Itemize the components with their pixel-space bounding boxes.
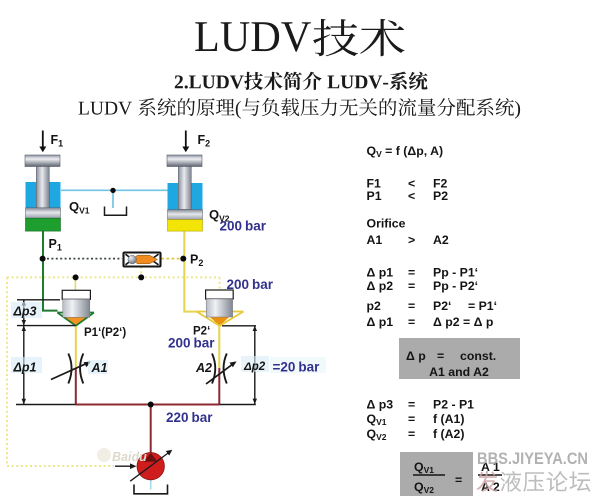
svg-text:BBS.JIYEYA.CN: BBS.JIYEYA.CN [477,450,588,468]
svg-text:=: = [408,427,415,441]
svg-text:<: < [408,177,415,191]
svg-text:Δp2: Δp2 [243,361,266,373]
svg-text:P1‘(P2‘): P1‘(P2‘) [84,327,126,339]
svg-text:p2: p2 [367,299,382,313]
svg-text:>: > [408,233,415,247]
svg-text:Δ p1: Δ p1 [367,315,394,329]
svg-text:=: = [408,279,415,293]
svg-text:const.: const. [460,349,496,363]
svg-text:<: < [408,189,415,203]
svg-text:=: = [408,412,415,426]
svg-text:Δ p3: Δ p3 [367,398,394,412]
svg-text:QV2: QV2 [367,427,387,442]
svg-text:QV1: QV1 [367,412,387,427]
svg-text:Pp - P1‘: Pp - P1‘ [433,266,478,280]
svg-text:Baidu: Baidu [112,450,147,464]
svg-text:= P1‘: = P1‘ [468,299,497,313]
svg-text:P2‘: P2‘ [433,299,451,313]
svg-text:F2: F2 [198,133,211,149]
svg-text:A2: A2 [433,233,449,247]
svg-text:F1: F1 [367,177,382,191]
svg-text:A1 and A2: A1 and A2 [429,365,489,379]
svg-text:Δ p1: Δ p1 [367,266,394,280]
svg-text:Δp1: Δp1 [13,361,37,375]
svg-text:f (A1): f (A1) [433,412,464,426]
svg-text:f (A2): f (A2) [433,427,464,441]
svg-text:=: = [408,266,415,280]
svg-text:Pp - P2‘: Pp - P2‘ [433,279,478,293]
svg-text:Δ p: Δ p [406,349,426,363]
svg-text:F2: F2 [433,177,448,191]
svg-text:P2 - P1: P2 - P1 [433,398,474,412]
svg-text:A 1: A 1 [481,460,500,474]
svg-text:=: = [408,299,415,313]
svg-text:F1: F1 [51,133,64,149]
svg-text:A2: A2 [195,361,212,375]
svg-text:Δ p2: Δ p2 [367,279,394,293]
svg-text:A1: A1 [91,361,108,375]
svg-text:QV1: QV1 [69,199,90,216]
svg-text:=: = [408,398,415,412]
svg-text:=: = [408,315,415,329]
svg-text:Δ p2 = Δ p: Δ p2 = Δ p [433,315,493,329]
svg-text:Δp3: Δp3 [13,305,37,319]
svg-text:=: = [437,349,444,363]
svg-text:=: = [455,473,462,487]
svg-text:P2: P2 [433,189,448,203]
svg-text:P1: P1 [367,189,382,203]
svg-text:P1: P1 [49,237,62,253]
svg-text:QV = f (Δp, A): QV = f (Δp, A) [367,144,444,159]
svg-text:A1: A1 [367,233,383,247]
svg-text:P2‘: P2‘ [193,326,210,338]
svg-text:Orifice: Orifice [367,217,406,231]
svg-text:P2: P2 [190,253,203,269]
